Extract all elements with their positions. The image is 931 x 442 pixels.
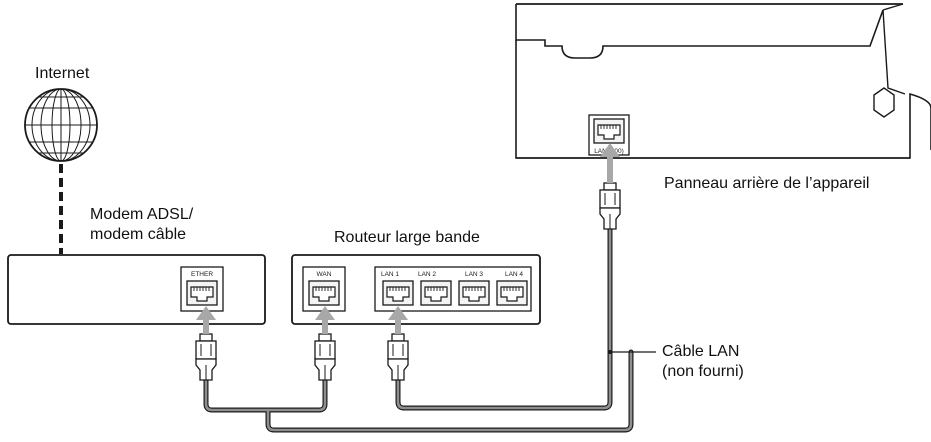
rear-panel-label: Panneau arrière de l’appareil — [664, 175, 870, 192]
modem-ether-port: ETHER — [180, 266, 224, 312]
cable-label: Câble LAN (non fourni) — [662, 343, 744, 380]
device-plug — [599, 182, 621, 230]
device-rear-panel — [515, 3, 931, 159]
internet-label: Internet — [35, 65, 90, 82]
lan-cables-core — [204, 226, 633, 432]
wan-port-label: WAN — [317, 271, 332, 278]
wan-plug — [314, 333, 336, 381]
lan2-jack — [420, 280, 452, 306]
connection-arrows — [196, 143, 620, 334]
cable-callout-dot — [608, 350, 612, 354]
router-wan-port: WAN — [302, 266, 346, 312]
lan4-jack — [496, 280, 528, 306]
modem-plug — [195, 333, 217, 381]
router-label: Routeur large bande — [334, 229, 480, 246]
lan3-jack — [458, 280, 490, 306]
wan-arrow-icon — [315, 306, 335, 334]
lan1-port-label: LAN 1 — [381, 271, 399, 278]
modem-box — [7, 254, 266, 325]
globe-icon — [24, 88, 98, 162]
lan2-port-label: LAN 2 — [418, 271, 436, 278]
lan1-arrow-icon — [388, 306, 408, 334]
router-lan-ports: LAN 1 LAN 2 LAN 3 LAN 4 — [374, 266, 532, 312]
modem-label: Modem ADSL/ modem câble — [90, 206, 194, 243]
device-arrow-icon — [600, 143, 620, 183]
lan1-jack — [382, 280, 414, 306]
modem-arrow-icon — [196, 306, 216, 334]
lan4-port-label: LAN 4 — [505, 271, 523, 278]
lan1-plug — [387, 333, 409, 381]
ether-port-label: ETHER — [191, 271, 213, 278]
lan3-port-label: LAN 3 — [465, 271, 483, 278]
